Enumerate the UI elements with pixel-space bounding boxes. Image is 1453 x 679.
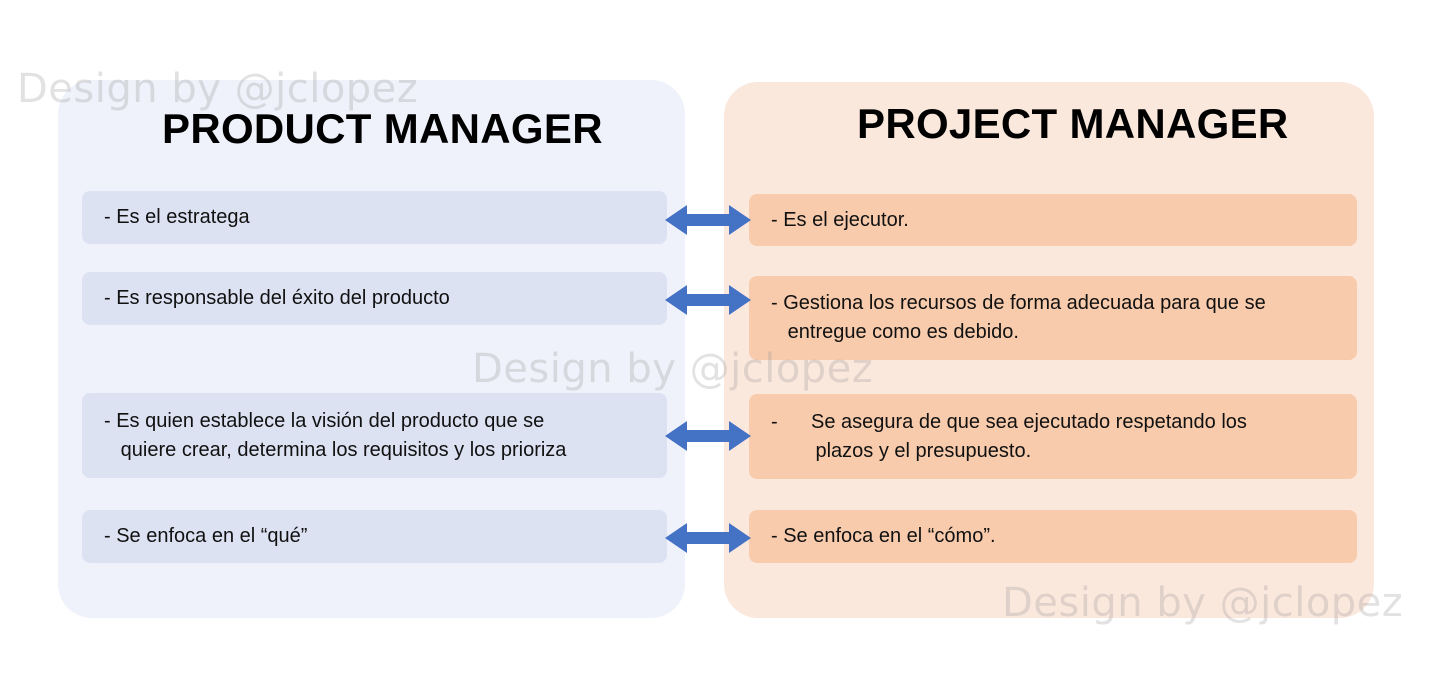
double-headed-arrow-icon bbox=[665, 205, 751, 235]
double-headed-arrow-icon bbox=[665, 285, 751, 315]
double-headed-arrow-icon bbox=[665, 523, 751, 553]
product-item-4: - Se enfoca en el “qué” bbox=[82, 510, 667, 563]
product-item-2: - Es responsable del éxito del producto bbox=[82, 272, 667, 325]
project-item-1-text: - Es el ejecutor. bbox=[771, 208, 909, 231]
product-item-3: - Es quien establece la visión del produ… bbox=[82, 393, 667, 478]
project-manager-title: PROJECT MANAGER bbox=[857, 100, 1289, 147]
product-item-4-text: - Se enfoca en el “qué” bbox=[104, 525, 308, 547]
double-headed-arrow-icon bbox=[665, 421, 751, 451]
watermark-bottom-right: Design by @jclopez bbox=[1002, 580, 1404, 626]
project-item-2-text: - Gestiona los recursos de forma adecuad… bbox=[771, 292, 1266, 343]
product-item-2-text: - Es responsable del éxito del producto bbox=[104, 287, 450, 309]
product-item-1: - Es el estratega bbox=[82, 191, 667, 244]
project-item-1: - Es el ejecutor. bbox=[749, 194, 1357, 246]
watermark-center: Design by @jclopez bbox=[472, 346, 874, 392]
product-item-1-text: - Es el estratega bbox=[104, 206, 250, 228]
product-manager-title: PRODUCT MANAGER bbox=[162, 105, 603, 152]
project-item-4-text: - Se enfoca en el “cómo”. bbox=[771, 525, 996, 547]
project-item-3: - Se asegura de que sea ejecutado respet… bbox=[749, 394, 1357, 479]
project-item-3-text: - Se asegura de que sea ejecutado respet… bbox=[771, 410, 1247, 462]
project-item-4: - Se enfoca en el “cómo”. bbox=[749, 510, 1357, 563]
project-item-2: - Gestiona los recursos de forma adecuad… bbox=[749, 276, 1357, 360]
product-item-3-text: - Es quien establece la visión del produ… bbox=[104, 409, 567, 461]
watermark-top-left: Design by @jclopez bbox=[17, 66, 419, 112]
